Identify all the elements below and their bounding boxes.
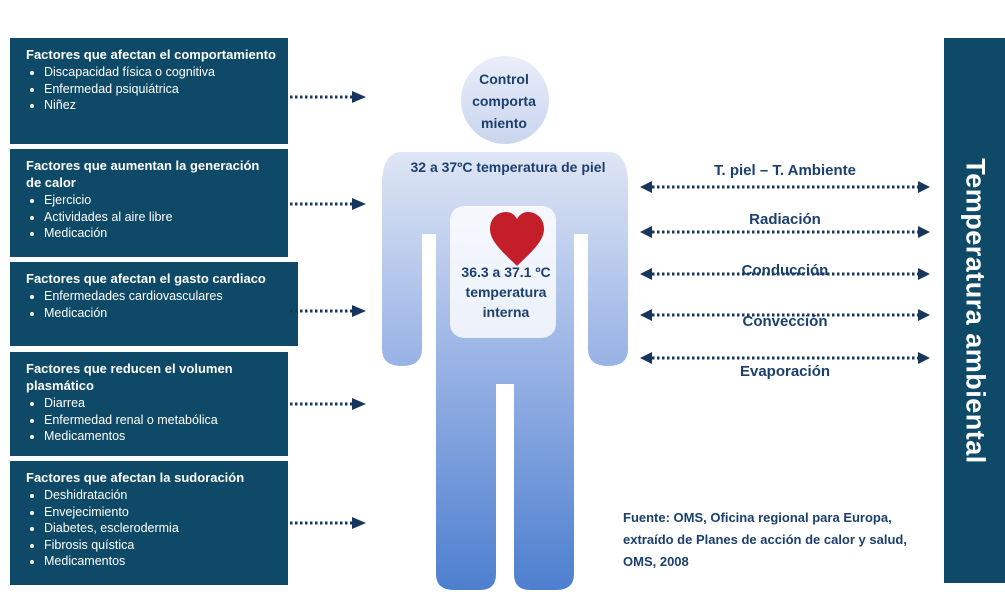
body-head xyxy=(461,56,549,144)
dotted-double-arrow xyxy=(640,226,930,238)
factor-item: Ejercicio xyxy=(44,192,278,209)
factor-box-heat-generation: Factores que aumentan la generación de c… xyxy=(10,149,288,257)
factor-title: Factores que afectan el gasto cardiaco xyxy=(26,271,266,286)
factor-item: Diarrea xyxy=(44,395,278,412)
exchange-label: T. piel – T. Ambiente xyxy=(714,162,856,179)
exchange-conduction: Conducción xyxy=(640,261,930,291)
heart-icon xyxy=(490,212,544,266)
dotted-arrow-right xyxy=(290,398,366,410)
factor-item: Actividades al aire libre xyxy=(44,209,278,226)
exchange-convection: Convección xyxy=(640,303,930,333)
factor-item: Deshidratación xyxy=(44,487,278,504)
exchange-label: Evaporación xyxy=(739,363,831,380)
dotted-double-arrow xyxy=(640,352,930,364)
dotted-double-arrow xyxy=(640,268,930,280)
dotted-arrow-right xyxy=(290,198,366,210)
factor-title: Factores que afectan la sudoración xyxy=(26,470,245,485)
factor-box-plasma-volume: Factores que reducen el volumen plasmáti… xyxy=(10,352,288,456)
factor-item: Enfermedades cardiovasculares xyxy=(44,288,288,305)
dotted-arrow-right xyxy=(290,91,366,103)
factor-item: Medicamentos xyxy=(44,553,278,570)
body-silhouette xyxy=(382,152,628,590)
exchange-skin-ambient: T. piel – T. Ambiente xyxy=(640,162,930,193)
dotted-arrow-right xyxy=(290,517,366,529)
factor-list: Deshidratación Envejecimiento Diabetes, … xyxy=(26,487,278,570)
source-note: Fuente: OMS, Oficina regional para Europ… xyxy=(623,510,907,569)
exchange-radiation: Radiación xyxy=(640,211,930,241)
factor-item: Enfermedad renal o metabólica xyxy=(44,412,278,429)
skin-temperature-label: 32 a 37ºC temperatura de piel xyxy=(410,159,606,175)
factor-title: Factores que reducen el volumen plasmáti… xyxy=(26,361,233,393)
factor-list: Ejercicio Actividades al aire libre Medi… xyxy=(26,192,278,242)
factor-item: Fibrosis quística xyxy=(44,537,278,554)
factor-item: Medicación xyxy=(44,225,278,242)
factor-item: Diabetes, esclerodermia xyxy=(44,520,278,537)
factor-list: Diarrea Enfermedad renal o metabólica Me… xyxy=(26,395,278,445)
factor-item: Enfermedad psiquiátrica xyxy=(44,81,278,98)
factor-item: Niñez xyxy=(44,97,278,114)
factor-item: Envejecimiento xyxy=(44,504,278,521)
core-temperature-label: 36.3 a 37.1 ºC temperatura interna xyxy=(461,264,551,320)
factor-list: Discapacidad física o cognitiva Enfermed… xyxy=(26,64,278,114)
exchange-label: Radiación xyxy=(749,211,821,228)
factor-box-behavior: Factores que afectan el comportamiento D… xyxy=(10,38,288,144)
exchange-evaporation: Evaporación xyxy=(640,351,930,381)
dotted-double-arrow xyxy=(640,181,930,193)
factor-list: Enfermedades cardiovasculares Medicación xyxy=(26,288,288,321)
dotted-double-arrow xyxy=(640,309,930,321)
behavior-control-label: Control comporta miento xyxy=(472,71,536,131)
ambient-temperature-bar: Temperatura ambiental xyxy=(944,38,1005,583)
factor-item: Discapacidad física o cognitiva xyxy=(44,64,278,81)
dotted-arrow-right xyxy=(290,305,366,317)
exchange-label: Conducción xyxy=(741,262,829,279)
ambient-temperature-label: Temperatura ambiental xyxy=(960,157,990,464)
factor-title: Factores que afectan el comportamiento xyxy=(26,47,276,62)
factor-item: Medicamentos xyxy=(44,428,278,445)
factor-item: Medicación xyxy=(44,305,288,322)
factor-box-cardiac-output: Factores que afectan el gasto cardiaco E… xyxy=(10,262,298,346)
factor-title: Factores que aumentan la generación de c… xyxy=(26,158,260,190)
exchange-label: Convección xyxy=(742,313,828,330)
factor-box-sweating: Factores que afectan la sudoración Deshi… xyxy=(10,461,288,585)
human-body-figure xyxy=(382,56,628,590)
